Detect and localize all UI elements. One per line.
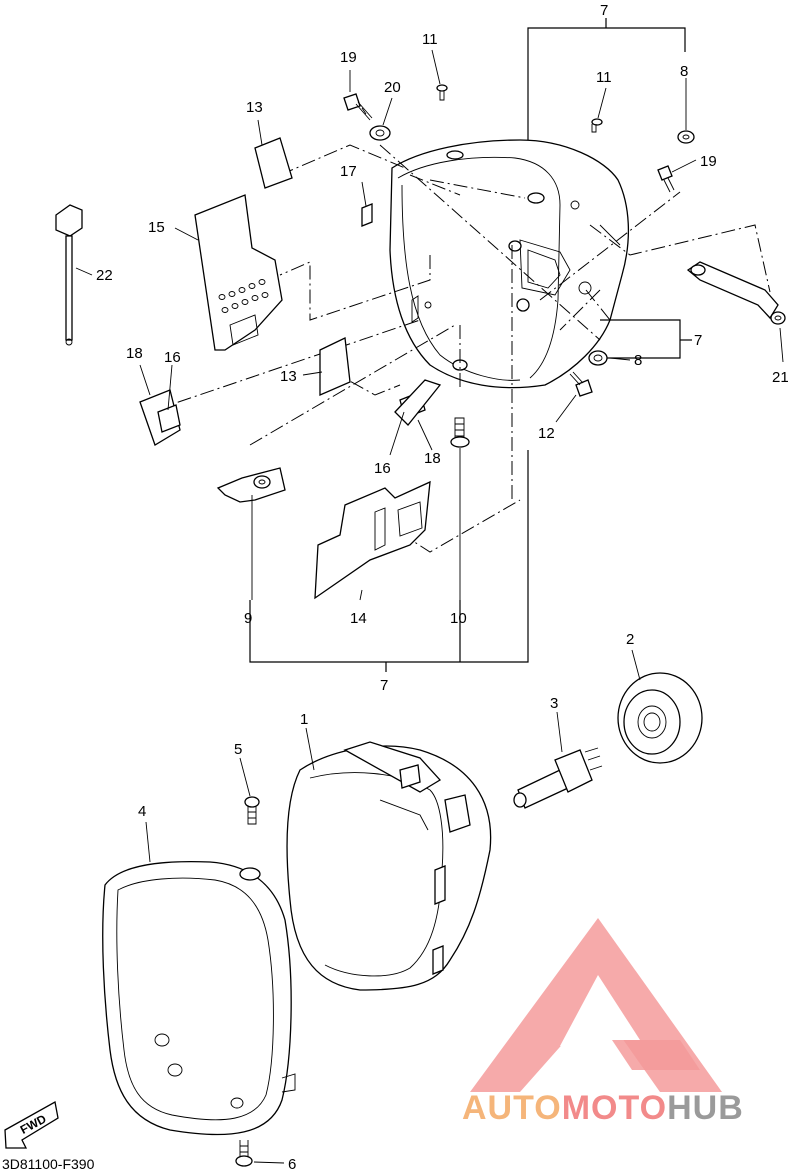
- bracket-9: [216, 467, 286, 503]
- callout-8-top: 8: [680, 63, 688, 80]
- diagram-code: 3D81100-F390: [2, 1156, 95, 1172]
- callout-2: 2: [626, 631, 634, 648]
- brand-text: AUTOMOTOHUB: [462, 1089, 744, 1127]
- washer-20: [369, 125, 391, 141]
- fwd-arrow-icon: FWD: [4, 1100, 59, 1149]
- brand-auto: AUTO: [462, 1089, 562, 1127]
- automotohub-logo: [470, 918, 722, 1092]
- leader-lines: [75, 49, 784, 1164]
- callout-7-bottom: 7: [380, 677, 388, 694]
- stay-21: [686, 261, 786, 325]
- callout-9: 9: [244, 610, 252, 627]
- bracket-7: [249, 18, 692, 672]
- callout-13-upper: 13: [246, 99, 263, 116]
- grommet-8-top: [677, 130, 695, 144]
- callout-16-middle: 16: [374, 460, 391, 477]
- callout-19-left: 19: [340, 49, 357, 66]
- bulb-cover-2: [617, 672, 703, 764]
- screw-5: [244, 796, 260, 825]
- sticker-13-lower: [319, 337, 351, 396]
- screw-12: [569, 371, 593, 397]
- callout-17: 17: [340, 163, 357, 180]
- label-17: [361, 203, 373, 227]
- sticker-13-upper: [254, 137, 293, 189]
- callout-6: 6: [288, 1156, 296, 1172]
- brand-hub: HUB: [667, 1089, 744, 1127]
- label-15: [194, 194, 283, 351]
- callout-11-right: 11: [596, 69, 612, 86]
- callout-4: 4: [138, 803, 146, 820]
- callout-18-left: 18: [126, 345, 143, 362]
- callout-20: 20: [384, 79, 401, 96]
- callout-7-top: 7: [600, 2, 608, 19]
- callout-18-middle: 18: [424, 450, 441, 467]
- callout-7-right: 7: [694, 332, 702, 349]
- screw-11-right: [591, 118, 603, 133]
- pad-18-middle: [394, 379, 442, 426]
- cable-tie-22: [55, 204, 83, 346]
- callouts: 7 8 11 11 19 20 19 13 17 15 22 7 8 18 16…: [96, 2, 789, 1172]
- grommet-8-right: [588, 350, 608, 366]
- bulb-3: [513, 747, 603, 809]
- pad-16-left: [157, 404, 181, 433]
- callout-1: 1: [300, 711, 308, 728]
- callout-3: 3: [550, 695, 558, 712]
- callout-10: 10: [450, 610, 467, 627]
- bolt-10: [450, 417, 470, 448]
- callout-15: 15: [148, 219, 165, 236]
- bolt-19-left: [343, 93, 373, 121]
- callout-5: 5: [234, 741, 242, 758]
- bolt-19-right: [657, 165, 675, 193]
- callout-21: 21: [772, 369, 789, 386]
- headlight-rim-4: [102, 860, 296, 1136]
- callout-16-left: 16: [164, 349, 181, 366]
- callout-19-right: 19: [700, 153, 717, 170]
- headlight-housing-assembly: [389, 139, 630, 389]
- callout-22: 22: [96, 267, 113, 284]
- screw-6: [235, 1140, 253, 1167]
- callout-12: 12: [538, 425, 555, 442]
- label-14: [314, 480, 431, 600]
- callout-8-right: 8: [634, 352, 642, 369]
- screw-11-top: [436, 84, 448, 101]
- callout-11-top: 11: [422, 31, 438, 48]
- brand-moto: MOTO: [562, 1089, 667, 1127]
- headlight-unit-1: [286, 741, 492, 991]
- callout-13-lower: 13: [280, 368, 297, 385]
- callout-14: 14: [350, 610, 367, 627]
